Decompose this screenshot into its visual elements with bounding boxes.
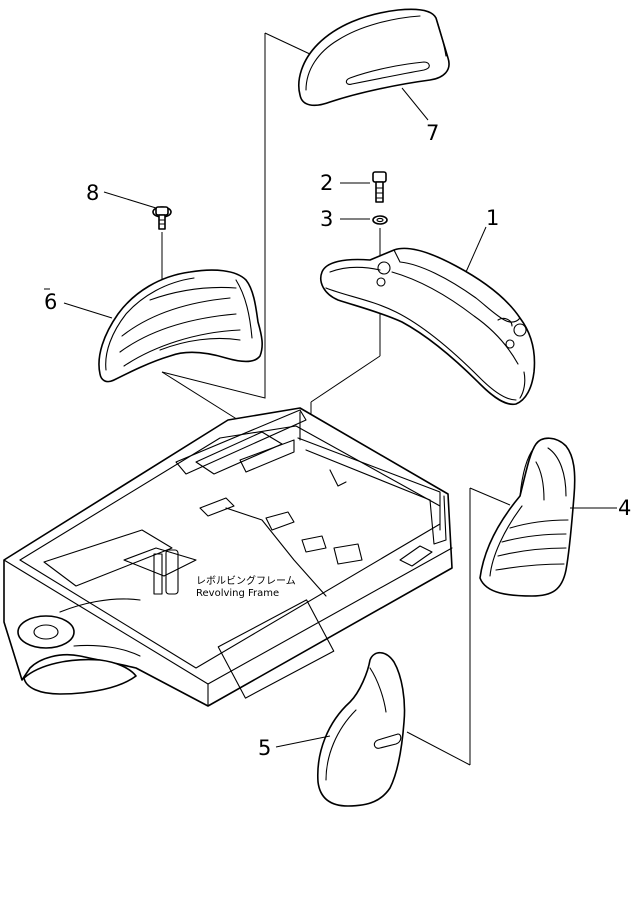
part-7-top-cover: [298, 8, 450, 107]
callout-4: 4: [618, 496, 631, 520]
callout-2: 2: [320, 171, 333, 195]
part-5-side-cover: [317, 651, 406, 807]
part-8-bolt: [152, 206, 172, 230]
frame-label-en: Revolving Frame: [196, 588, 279, 599]
callout-8: 8: [86, 181, 99, 205]
callout-7: 7: [426, 121, 439, 145]
callout-1: 1: [486, 206, 499, 230]
callout-6: 6: [44, 290, 57, 314]
part-2-bolt: [372, 171, 387, 203]
part-3-washer: [372, 215, 388, 225]
frame-label-jp: レボルビングフレーム: [196, 574, 296, 587]
callout-3: 3: [320, 207, 333, 231]
part-4-rear-cover: [479, 437, 576, 597]
assembly-lines: [161, 32, 511, 766]
part-1-side-cover: [320, 247, 536, 406]
revolving-frame: [3, 407, 453, 707]
callout-5: 5: [258, 736, 271, 760]
callout-leaders: [63, 87, 617, 748]
part-6-side-cover: [98, 269, 263, 383]
